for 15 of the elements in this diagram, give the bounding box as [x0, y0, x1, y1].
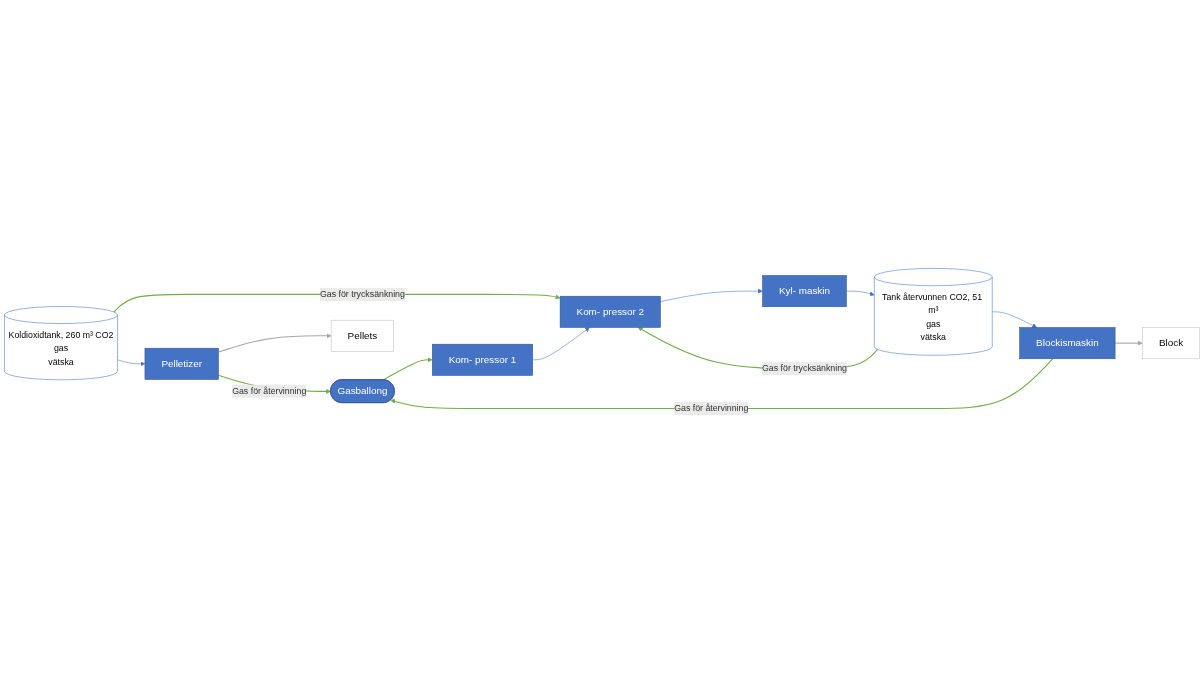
- arrow: [1114, 340, 1143, 346]
- arrow: [382, 357, 433, 381]
- node-box: Pellets: [330, 320, 394, 352]
- edge-label: Gas för trycksänkning: [762, 363, 847, 374]
- node-box: Block: [1142, 327, 1200, 360]
- arrow: [390, 358, 1054, 410]
- node-box: Kom- pressor 2: [559, 296, 661, 328]
- edge-label: Gas för trycksänkning: [320, 289, 405, 300]
- node-box: Kyl- maskin: [762, 275, 847, 308]
- arrow: [217, 333, 332, 353]
- node-box: Kom- pressor 1: [432, 344, 533, 376]
- node-box: Pelletizer: [144, 348, 219, 380]
- edge-label: Gas för återvinning: [674, 403, 749, 414]
- node-box: Blockismaskin: [1019, 327, 1116, 360]
- edge-label: Gas för återvinning: [232, 386, 307, 396]
